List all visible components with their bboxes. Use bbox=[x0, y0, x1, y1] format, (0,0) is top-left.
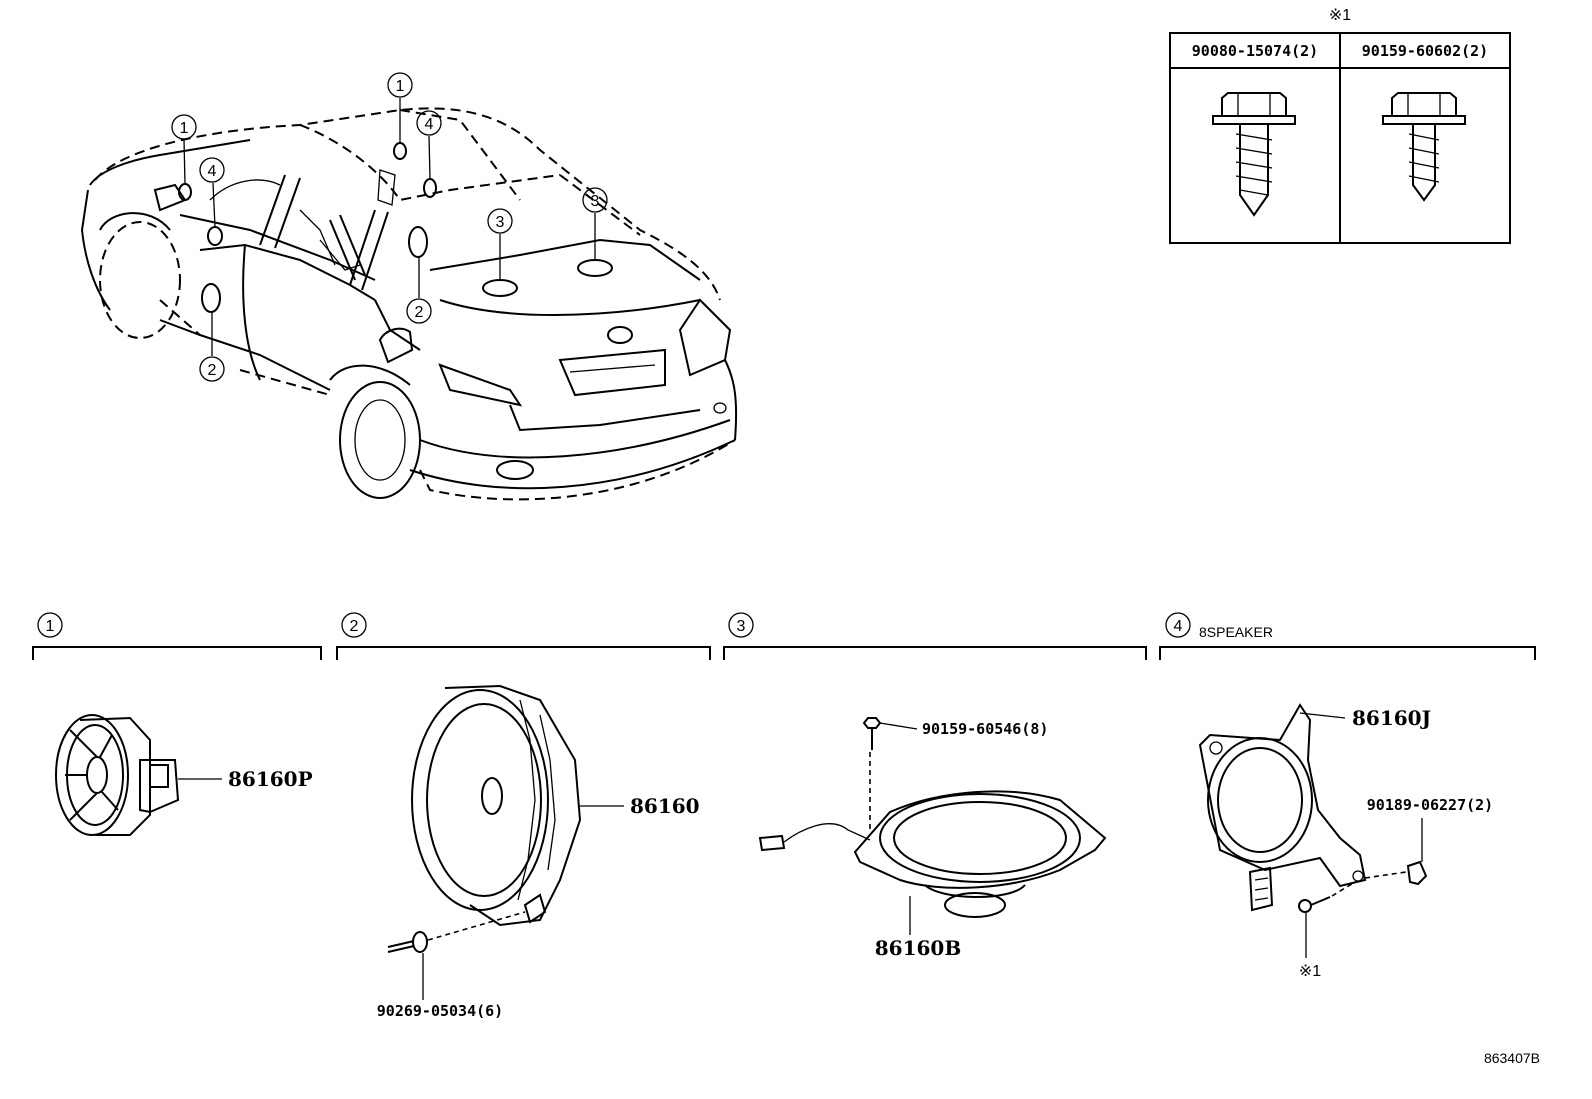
callout-3-left: 3 bbox=[496, 214, 505, 231]
callout-4-rear: 4 bbox=[425, 116, 434, 133]
fastener-90159-60546: 90159-60546(8) bbox=[922, 720, 1048, 738]
section-4-number: 4 bbox=[1174, 618, 1183, 635]
section-3-number: 3 bbox=[737, 618, 746, 635]
callout-1-front: 1 bbox=[180, 120, 189, 137]
fastener-90269-05034: 90269-05034(6) bbox=[377, 1002, 503, 1020]
fastener-table: ※1 90080-15074(2) 90159-60602(2) bbox=[1169, 7, 1511, 244]
car-illustration bbox=[80, 98, 738, 501]
section-headers: 1 2 3 4 8SPEAKER bbox=[32, 612, 1536, 660]
table-note-mark: ※1 bbox=[1329, 7, 1351, 24]
callout-2-rear: 2 bbox=[415, 304, 424, 321]
callout-3-right: 3 bbox=[591, 193, 600, 210]
tweeter-86160P: 86160P bbox=[55, 714, 313, 836]
callout-2-front: 2 bbox=[208, 362, 217, 379]
speaker-86160J: 86160J 90189-06227(2) ※1 bbox=[1198, 703, 1493, 980]
part-86160B: 86160B bbox=[875, 936, 961, 960]
car-callouts: 1 4 2 1 4 2 3 3 bbox=[171, 72, 608, 382]
speaker-86160: 86160 90269-05034(6) bbox=[377, 684, 700, 1020]
section-2-number: 2 bbox=[350, 618, 359, 635]
callout-1-rear: 1 bbox=[396, 78, 405, 95]
bolt-icon-2 bbox=[1382, 92, 1466, 202]
fastener-90189-06227: 90189-06227(2) bbox=[1367, 796, 1493, 814]
diagram-id: 863407B bbox=[1484, 1050, 1540, 1066]
section-4-note-mark: ※1 bbox=[1299, 963, 1321, 980]
section-4-note: 8SPEAKER bbox=[1199, 624, 1273, 640]
speaker-86160B: 90159-60546(8) 86160B bbox=[758, 717, 1107, 960]
part-86160P: 86160P bbox=[228, 767, 313, 791]
bolt-icon-1 bbox=[1212, 92, 1296, 217]
table-col2-part: 90159-60602(2) bbox=[1362, 42, 1488, 60]
callout-4-front: 4 bbox=[208, 163, 217, 180]
part-86160J: 86160J bbox=[1352, 706, 1431, 730]
part-86160: 86160 bbox=[630, 794, 700, 818]
table-col1-part: 90080-15074(2) bbox=[1192, 42, 1318, 60]
section-1-number: 1 bbox=[46, 618, 55, 635]
